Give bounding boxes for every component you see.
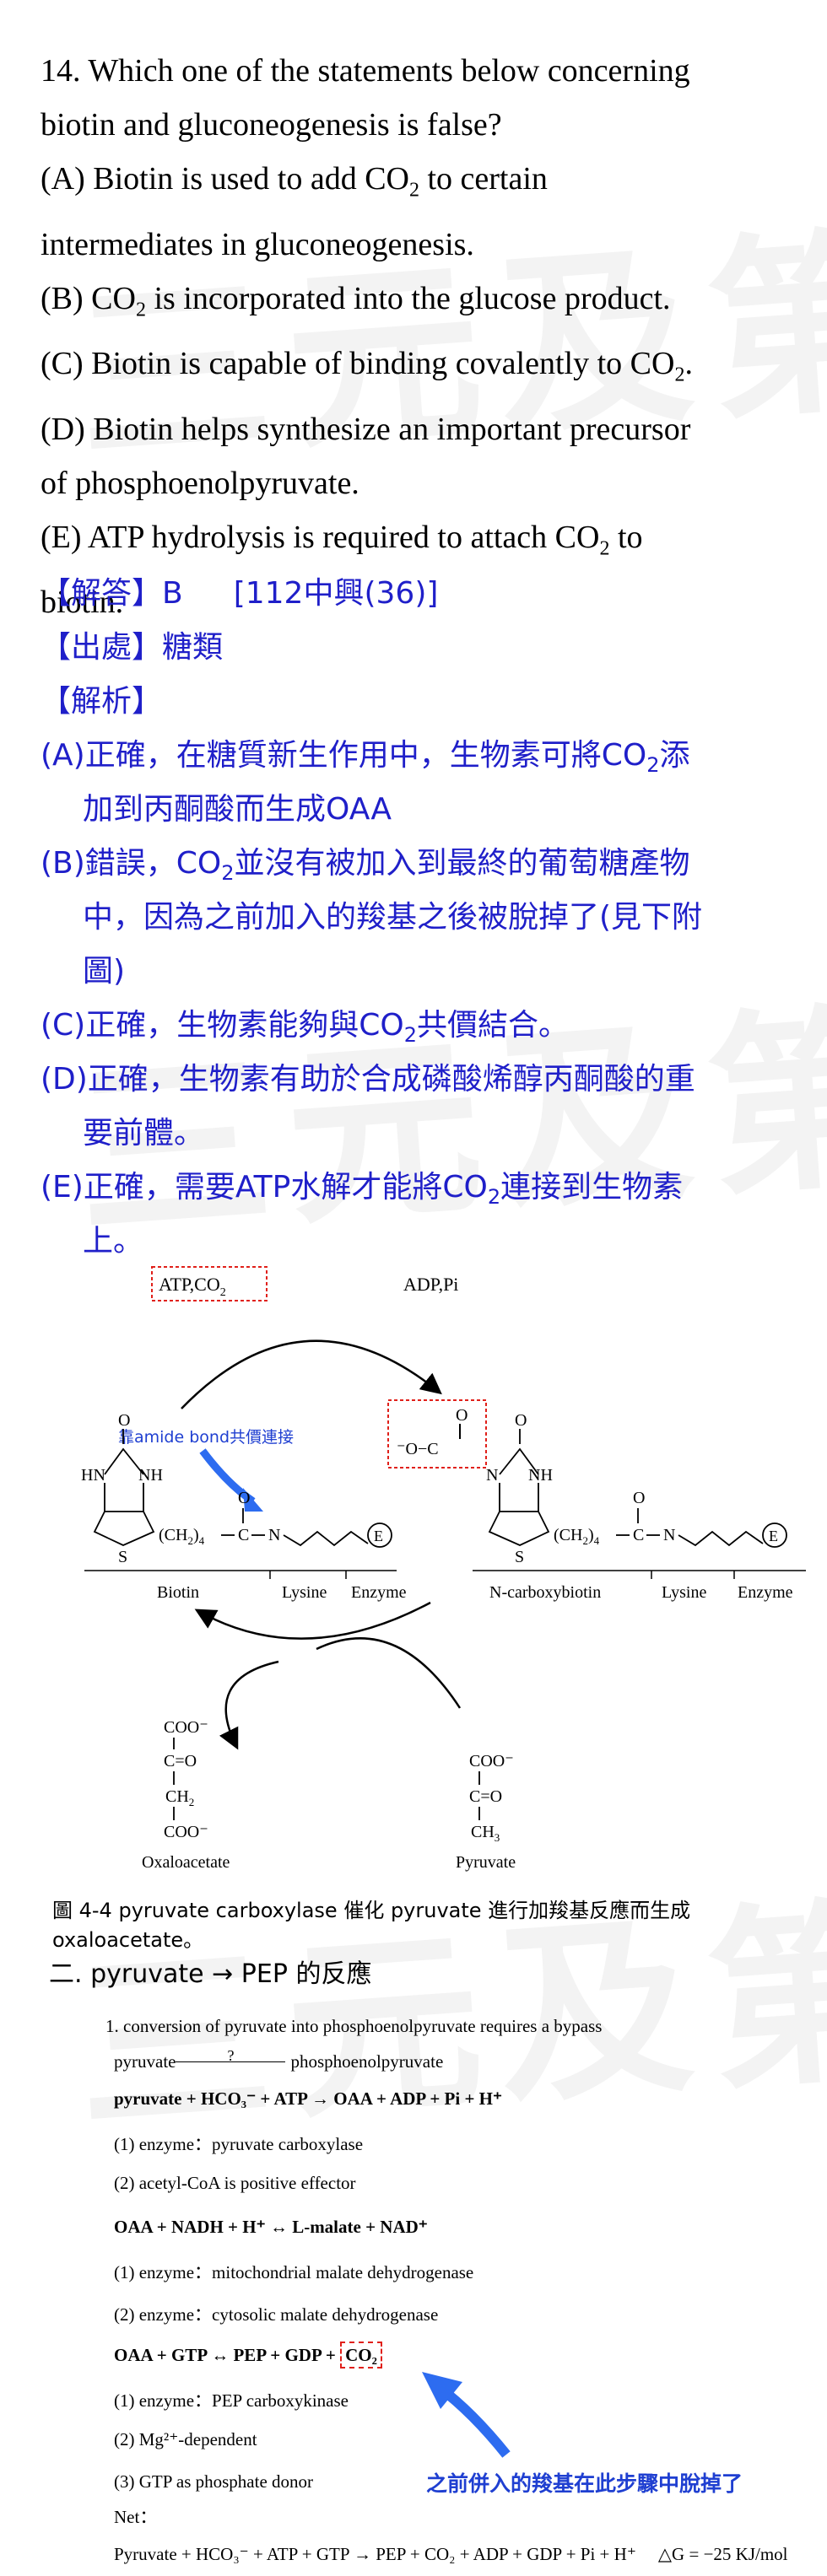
explain-a: (A)正確，在糖質新生作用中，生物素可將CO2添 — [41, 738, 690, 778]
explain-b: (B)錯誤，CO2並沒有被加入到最終的葡萄糖產物 — [41, 846, 690, 886]
adp-pi-label: ADP,Pi — [403, 1274, 458, 1295]
figure-caption: 圖 4-4 pyruvate carboxylase 催化 pyruvate 進… — [52, 1899, 691, 1952]
explain-e-2: 上。 — [83, 1224, 144, 1258]
ncarboxybiotin-label: N-carboxybiotin — [489, 1583, 601, 1602]
lysine-label-2: Lysine — [662, 1583, 706, 1602]
note-line: (3) GTP as phosphate donor — [114, 2471, 314, 2492]
option-c: (C) Biotin is capable of binding covalen… — [41, 346, 693, 386]
svg-text:C: C — [633, 1526, 644, 1544]
net-reaction: Pyruvate + HCO₃⁻ + ATP + GTP → PEP + CO₂… — [114, 2544, 788, 2564]
note-line: (2) enzyme：cytosolic malate dehydrogenas… — [114, 2304, 439, 2325]
note-line: Net： — [114, 2507, 158, 2527]
bottom-arc-arrow — [194, 1601, 431, 1640]
note-line: (1) enzyme：mitochondrial malate dehydrog… — [114, 2262, 474, 2282]
note-line: (1) enzyme：PEP carboxykinase — [114, 2390, 349, 2411]
callout-note: 之前併入的羧基在此步驟中脫掉了 — [426, 2471, 743, 2496]
atp-co2-label: ATP,CO2 — [159, 1274, 226, 1299]
carboxyl-box — [387, 1399, 487, 1469]
svg-text:N: N — [268, 1526, 280, 1544]
oaa-arc — [219, 1660, 279, 1750]
callout-arrow — [422, 2372, 511, 2458]
question-block: 14. Which one of the statements below co… — [41, 44, 783, 629]
note-line: pyruvate + HCO₃⁻ + ATP → OAA + ADP + Pi … — [114, 2088, 503, 2109]
explain-d: (D)正確，生物素有助於合成磷酸烯醇丙酮酸的重 — [41, 1062, 695, 1097]
lysine-label: Lysine — [282, 1583, 327, 1602]
carboxyl-group: ⁻O−C — [397, 1440, 439, 1458]
svg-text:C=O: C=O — [469, 1787, 502, 1806]
oxaloacetate-label: Oxaloacetate — [142, 1853, 230, 1872]
amide-note: 靠amide bond共價連接 — [118, 1428, 294, 1447]
svg-text:O: O — [238, 1489, 250, 1507]
enzyme-label-2: Enzyme — [738, 1583, 793, 1602]
explain-c: (C)正確，生物素能夠與CO2共價結合。 — [41, 1008, 569, 1048]
svg-text:E: E — [374, 1528, 383, 1544]
atp-co2-box — [151, 1266, 268, 1301]
svg-text:HN: HN — [81, 1466, 105, 1485]
explain-b-2: 中，因為之前加入的羧基之後被脫掉了(見下附 — [83, 900, 703, 935]
option-e-2: biotin. — [41, 585, 124, 621]
svg-text:COO⁻: COO⁻ — [469, 1752, 514, 1770]
biotin-label: Biotin — [157, 1583, 199, 1602]
svg-text:O: O — [118, 1411, 130, 1430]
svg-text:COO⁻: COO⁻ — [164, 1823, 208, 1841]
option-d: (D) Biotin helps synthesize an important… — [41, 411, 691, 447]
svg-text:(CH2)4: (CH2)4 — [159, 1526, 205, 1547]
svg-text:NH: NH — [528, 1466, 553, 1485]
note-line: 1. conversion of pyruvate into phosphoen… — [105, 2016, 603, 2036]
svg-text:C: C — [238, 1526, 249, 1544]
svg-text:S: S — [515, 1548, 524, 1566]
option-b: (B) CO2 is incorporated into the glucose… — [41, 280, 671, 321]
note-line: pyruvate?phosphoenolpyruvate — [114, 2047, 444, 2072]
svg-text:NH: NH — [138, 1466, 163, 1485]
note-line: (2) acetyl-CoA is positive effector — [114, 2173, 356, 2193]
explain-d-2: 要前體。 — [83, 1116, 205, 1151]
svg-text:COO⁻: COO⁻ — [164, 1718, 208, 1737]
svg-text:O: O — [515, 1411, 527, 1430]
explain-e: (E)正確，需要ATP水解才能將CO2連接到生物素 — [41, 1170, 684, 1210]
question-stem-2: biotin and gluconeogenesis is false? — [41, 107, 502, 143]
note-line: (1) enzyme：pyruvate carboxylase — [114, 2134, 364, 2154]
carboxybiotin-structure: O N NH S (CH2)4 C O N E — [486, 1411, 787, 1566]
svg-text:(CH2)4: (CH2)4 — [554, 1526, 600, 1547]
svg-text:S: S — [118, 1548, 127, 1566]
note-line: OAA + NADH + H⁺ ↔ L-malate + NAD⁺ — [114, 2217, 428, 2237]
answer-line: 【解答】B[112中興(36)] — [41, 576, 439, 611]
note-line: (2) Mg²⁺-dependent — [114, 2429, 257, 2449]
option-e: (E) ATP hydrolysis is required to attach… — [41, 519, 643, 560]
svg-text:CH3: CH3 — [471, 1823, 500, 1844]
oxaloacetate-structure: COO⁻ C=O CH2 COO⁻ — [164, 1718, 208, 1841]
option-d-2: of phosphoenolpyruvate. — [41, 465, 359, 501]
svg-text:O: O — [633, 1489, 645, 1507]
section-2-title: 二. pyruvate → PEP 的反應 — [49, 1959, 372, 1989]
option-a-2: intermediates in gluconeogenesis. — [41, 226, 474, 262]
biotin-structure: O HN NH S (CH2)4 C O N E — [81, 1411, 392, 1566]
carboxyl-o: O — [456, 1406, 468, 1425]
top-arc-arrow — [181, 1339, 442, 1409]
question-stem: 14. Which one of the statements below co… — [41, 53, 690, 89]
origin-line: 【出處】糖類 — [41, 630, 224, 665]
explain-b-3: 圖) — [83, 954, 126, 989]
co2-boxed: CO₂ — [340, 2342, 382, 2369]
pyruvate-arc — [316, 1637, 462, 1709]
svg-text:C=O: C=O — [164, 1752, 197, 1770]
option-a: (A) Biotin is used to add CO2 to certain — [41, 161, 548, 202]
explain-label: 【解析】 — [41, 684, 163, 719]
svg-text:N: N — [663, 1526, 675, 1544]
svg-text:CH2: CH2 — [165, 1787, 194, 1808]
note-line: OAA + GTP ↔ PEP + GDP + CO₂ — [114, 2342, 382, 2369]
enzyme-label: Enzyme — [351, 1583, 407, 1602]
svg-text:N: N — [486, 1466, 498, 1485]
svg-text:E: E — [769, 1528, 778, 1544]
pyruvate-label: Pyruvate — [456, 1853, 516, 1872]
explain-a-2: 加到丙酮酸而生成OAA — [83, 792, 392, 827]
pyruvate-carboxylase-figure: ATP,CO2 ADP,Pi O ⁻O−C 靠amide bond共價連接 O … — [81, 1266, 806, 1872]
pyruvate-structure: COO⁻ C=O CH3 — [469, 1752, 514, 1844]
